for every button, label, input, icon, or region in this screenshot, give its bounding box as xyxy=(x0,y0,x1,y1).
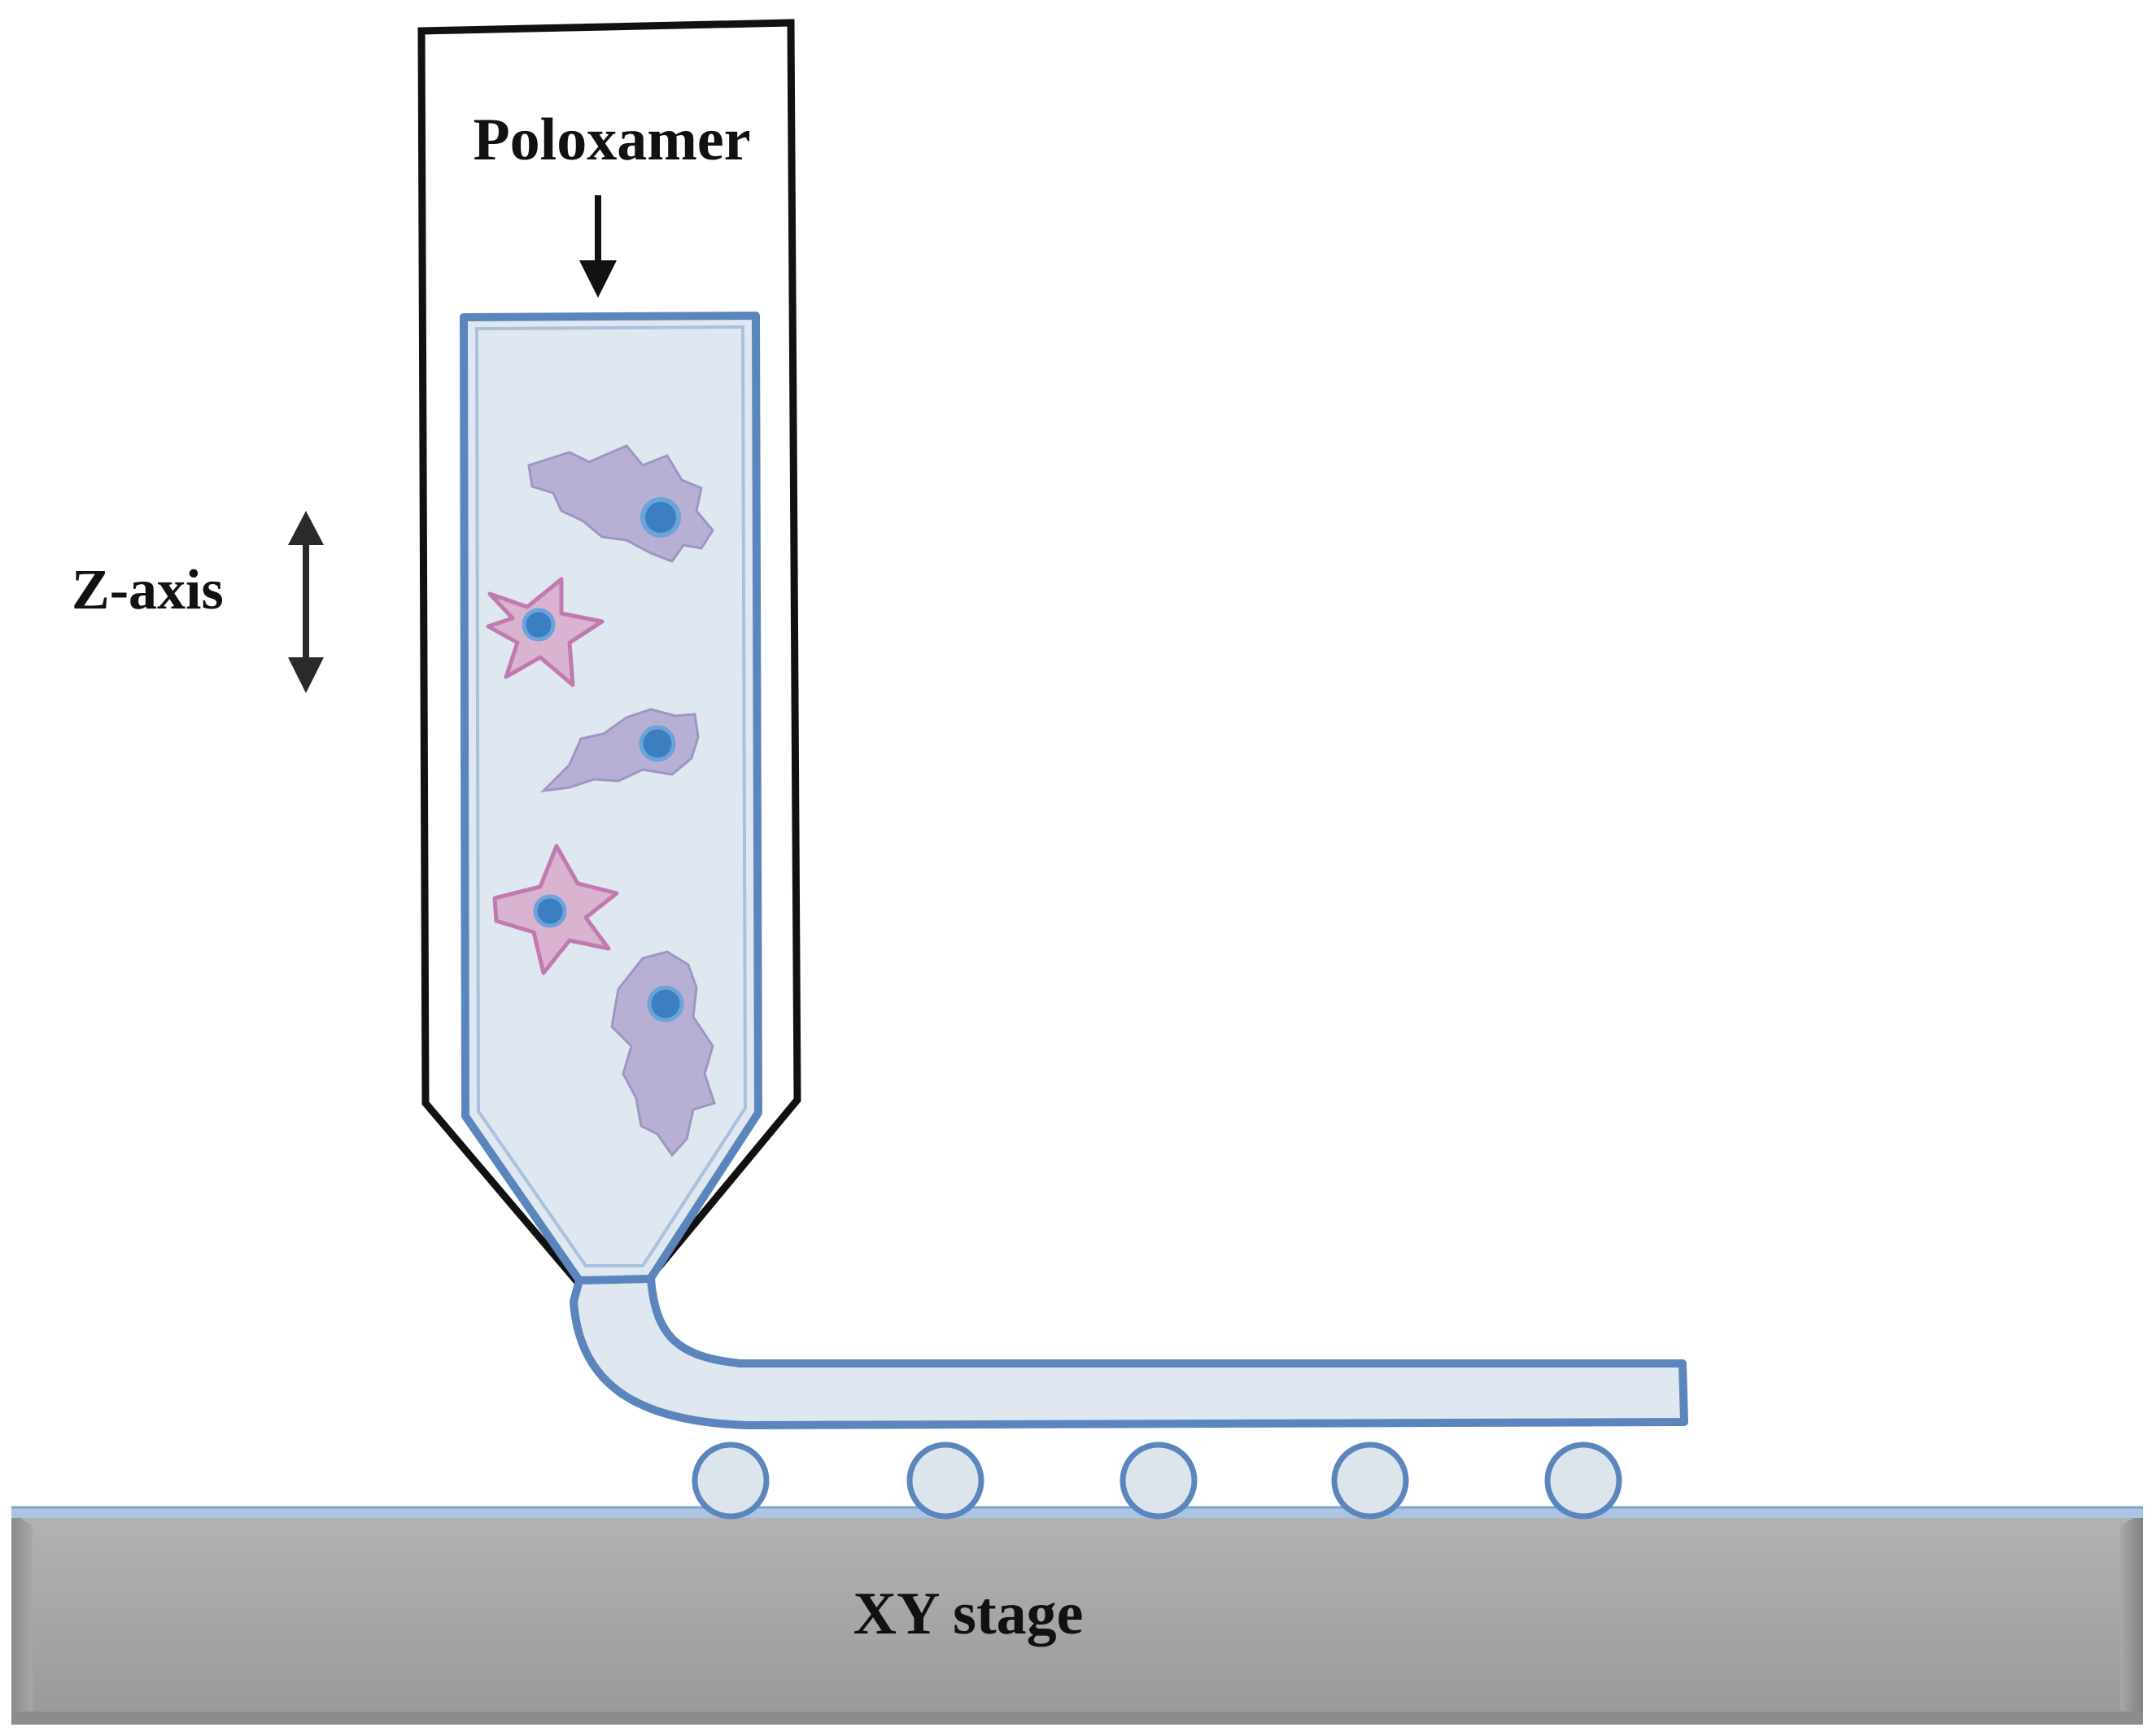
cell-star xyxy=(492,844,619,975)
deposited-beads xyxy=(692,1442,1622,1520)
stage-top-surface xyxy=(11,1507,2143,1518)
cell-nucleus xyxy=(639,725,676,762)
z-axis-label: Z-axis xyxy=(72,559,224,622)
bead xyxy=(906,1442,984,1520)
down-arrow-icon xyxy=(579,195,617,298)
bead xyxy=(1120,1442,1198,1520)
cell-nucleus xyxy=(640,497,681,538)
stage-label: XY stage xyxy=(853,1581,1084,1647)
cell-amoeboid xyxy=(527,444,714,563)
stage-left-bevel xyxy=(11,1511,33,1725)
cell-nucleus xyxy=(522,608,556,642)
bead xyxy=(1331,1442,1409,1520)
stage-body xyxy=(11,1511,2143,1725)
extruded-filament xyxy=(570,1275,1688,1429)
cell-nucleus xyxy=(533,894,567,928)
vertical-double-arrow-icon xyxy=(288,511,324,693)
cells xyxy=(486,444,716,1158)
cell-amoeboid xyxy=(610,950,716,1158)
stage-bottom-shade xyxy=(11,1712,2143,1725)
cell-star xyxy=(486,577,605,687)
stage-right-bevel xyxy=(2120,1511,2143,1725)
fluid-reservoir-inner-line xyxy=(474,325,748,1267)
bead xyxy=(692,1442,770,1520)
bead xyxy=(1544,1442,1622,1520)
cell-amoeboid xyxy=(539,708,700,793)
xy-stage: XY stage xyxy=(11,1506,2143,1725)
cell-nucleus xyxy=(647,985,684,1023)
poloxamer-label: Poloxamer xyxy=(473,107,750,173)
